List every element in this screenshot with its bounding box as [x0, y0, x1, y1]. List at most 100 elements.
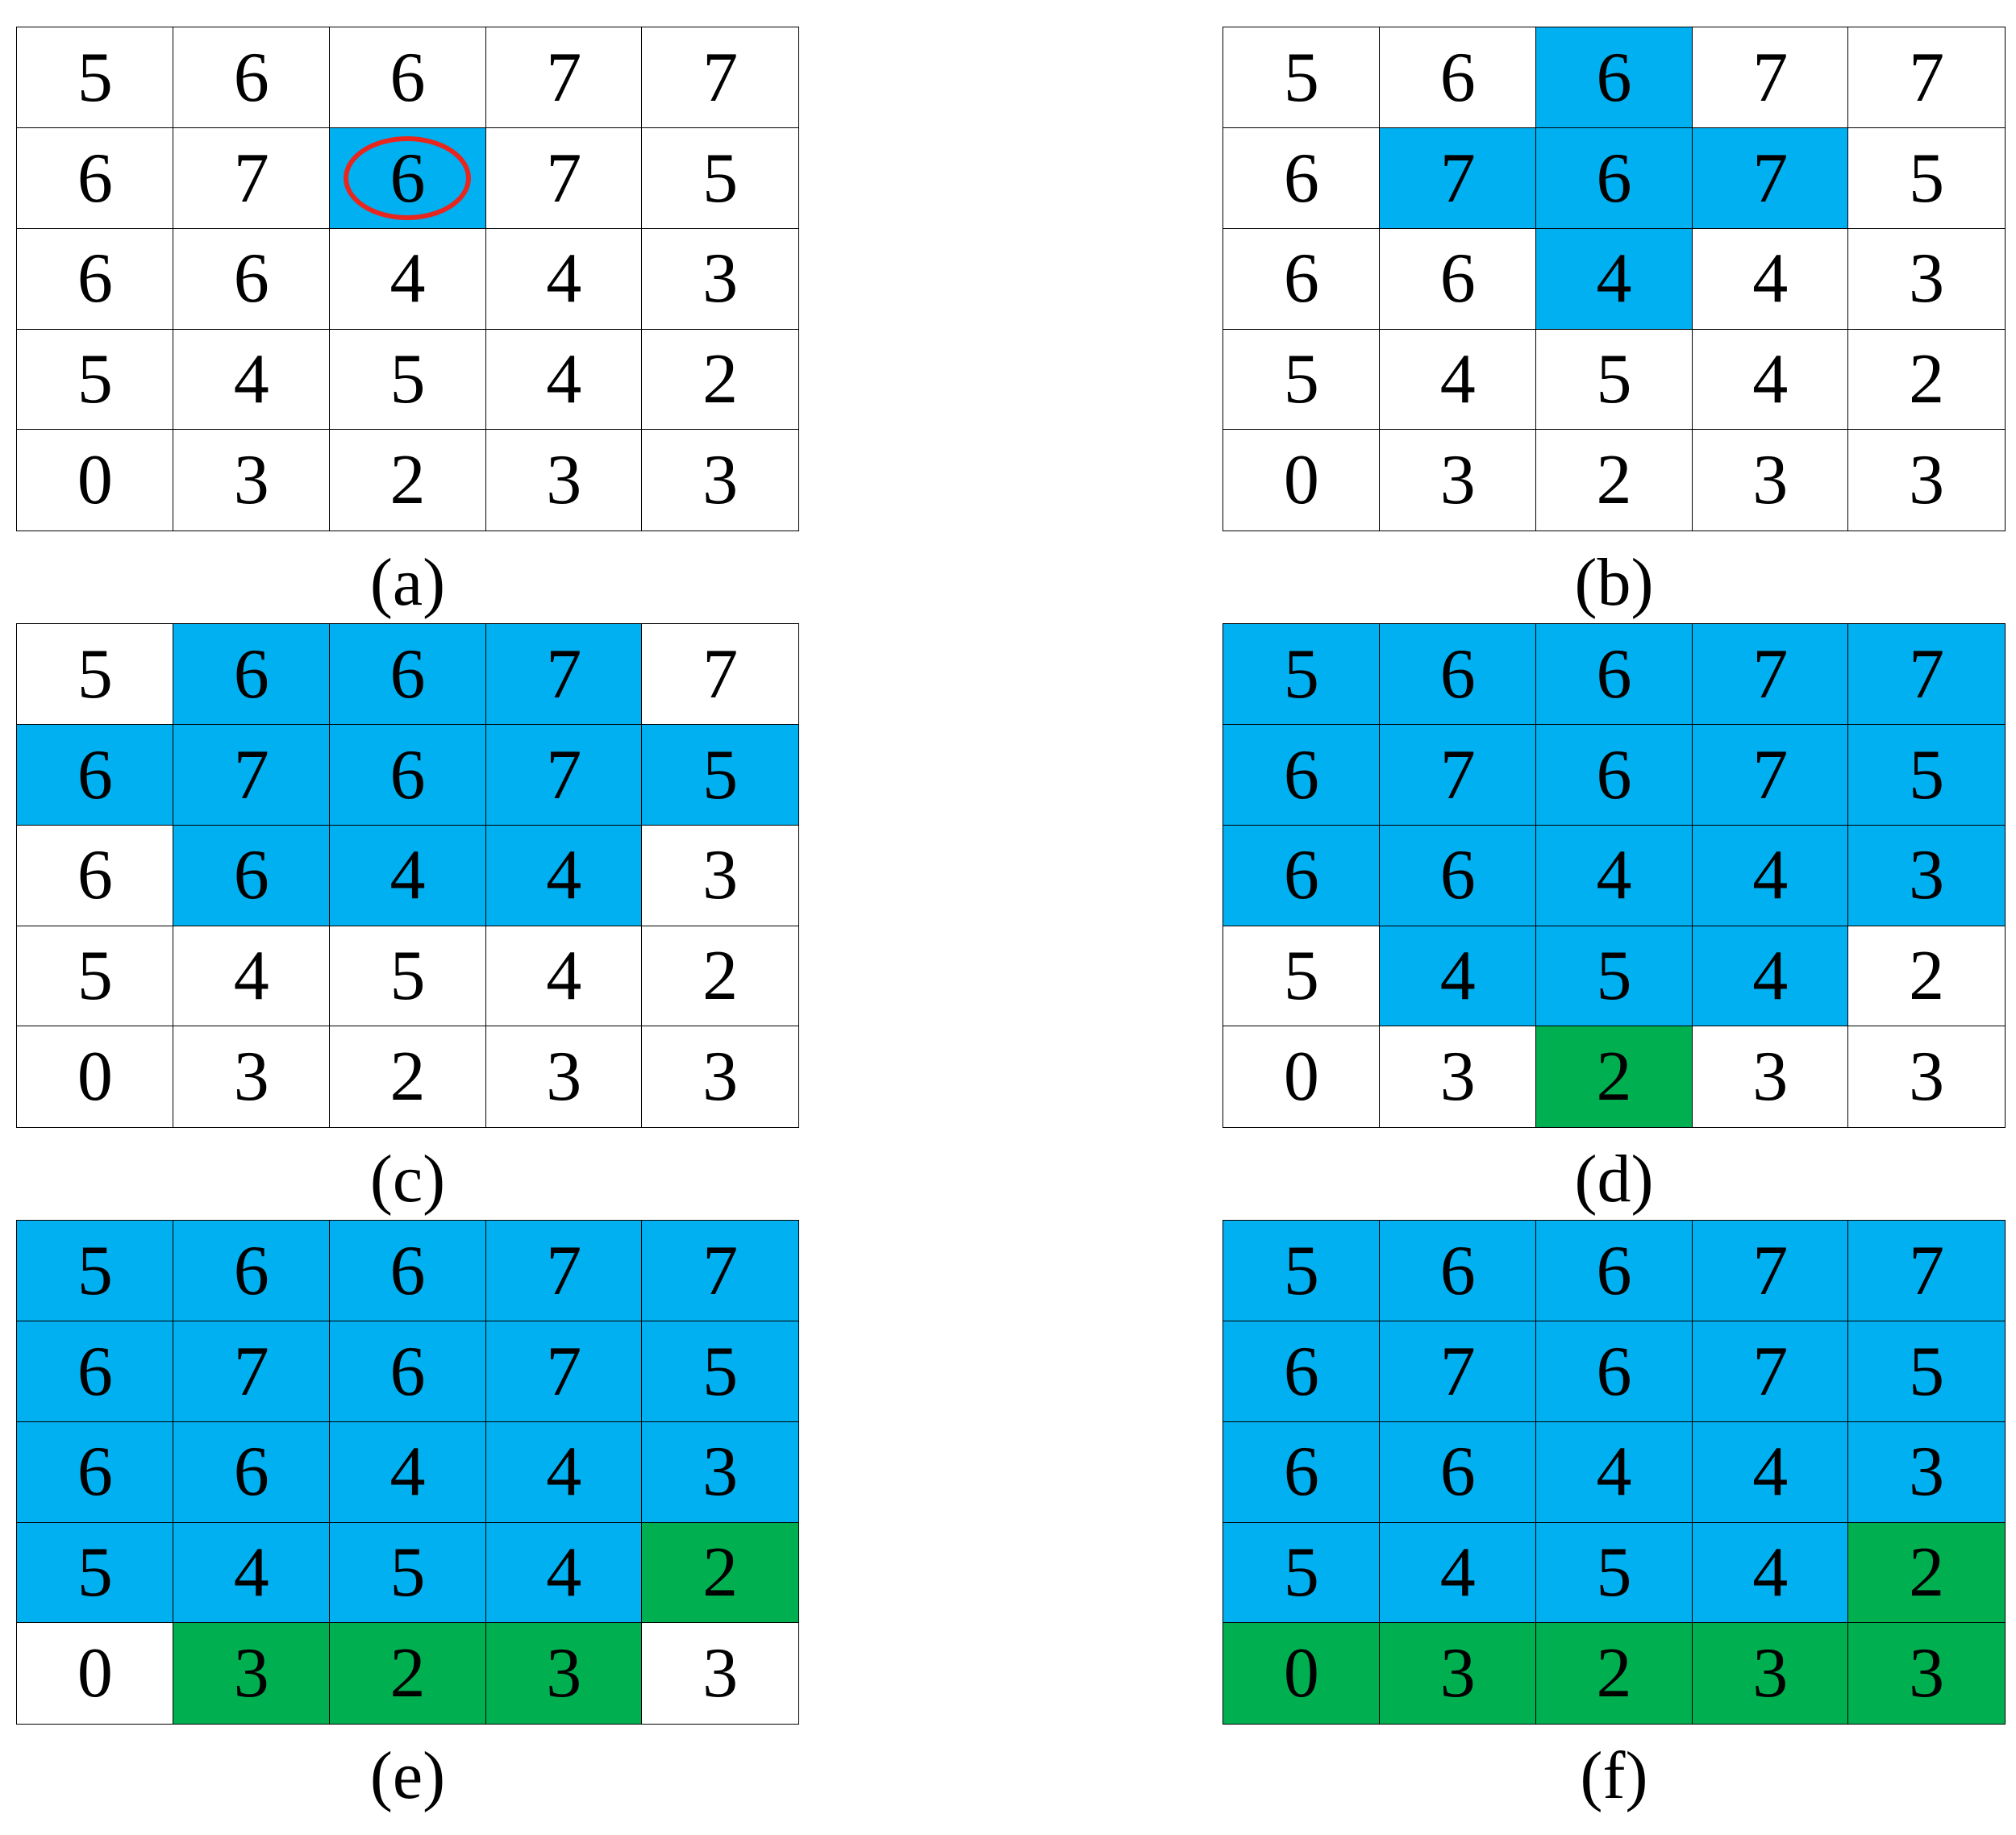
grid-cell: 2 [641, 1521, 799, 1624]
grid-cell: 7 [641, 27, 799, 129]
panel-caption: (f) [1580, 1738, 1648, 1813]
grid-cell: 7 [1691, 1321, 1849, 1423]
grid-cell: 5 [641, 127, 799, 230]
grid-cell: 3 [1379, 1622, 1537, 1725]
grid-cell: 6 [16, 1421, 174, 1524]
grid-cell: 5 [328, 1521, 487, 1624]
grid-cell: 5 [1847, 1321, 2006, 1423]
grid-cell: 6 [1535, 1220, 1693, 1322]
grid-cell: 7 [173, 724, 331, 826]
grid-cell: 6 [1223, 1421, 1381, 1524]
grid-cell: 7 [1379, 1321, 1537, 1423]
grid-cell: 3 [173, 429, 331, 531]
grid-cell: 4 [1535, 1421, 1693, 1524]
grid-cell: 4 [173, 328, 331, 431]
grid-cell: 5 [1223, 1220, 1381, 1322]
grid-cell: 4 [485, 1421, 643, 1524]
grid-cell: 6 [1535, 724, 1693, 826]
grid-cell: 5 [16, 328, 174, 431]
grid-cell: 6 [1223, 227, 1381, 331]
grid-cell: 4 [328, 1421, 487, 1524]
grid-cell: 0 [1223, 1622, 1381, 1725]
grid-cell: 6 [1535, 27, 1693, 129]
grid-cell: 4 [1691, 1421, 1849, 1524]
grid-cell: 3 [641, 824, 799, 927]
grid-cell: 6 [173, 27, 331, 129]
grid-cell: 7 [1379, 127, 1537, 230]
grid-cell: 5 [16, 925, 174, 1027]
grid-cell: 5 [1535, 328, 1693, 431]
grid-cell: 6 [16, 127, 174, 230]
grid-cell: 4 [485, 925, 643, 1027]
grid-cell: 5 [1223, 925, 1381, 1027]
grid-cell: 6 [173, 1421, 331, 1524]
grid-cell: 7 [485, 724, 643, 826]
grid-cell: 4 [1691, 1521, 1849, 1624]
grid-cell: 4 [485, 824, 643, 927]
grid-cell: 3 [641, 429, 799, 531]
grid-cell: 3 [173, 1622, 331, 1725]
grid-cell: 3 [1847, 824, 2006, 927]
panel-caption: (a) [369, 545, 446, 620]
grid-cell: 7 [1691, 724, 1849, 826]
grid-cell: 7 [173, 1321, 331, 1423]
grid-cell: 2 [328, 1026, 487, 1128]
grid-cell: 2 [328, 1622, 487, 1725]
grid-cell: 2 [1535, 1622, 1693, 1725]
grid-cell: 7 [485, 27, 643, 129]
grid-cell: 7 [173, 127, 331, 230]
grid-cell: 5 [328, 925, 487, 1027]
grid-cell: 3 [485, 1026, 643, 1128]
grid-cell: 3 [1379, 1026, 1537, 1128]
grid-cell: 6 [1223, 724, 1381, 826]
grid-cell: 5 [1535, 1521, 1693, 1624]
grid-cell: 6 [328, 27, 487, 129]
grid-cell: 5 [1223, 328, 1381, 431]
grid-cell: 4 [485, 227, 643, 331]
grid-cell: 0 [16, 1622, 174, 1725]
panel-caption: (b) [1574, 545, 1654, 620]
grid-cell: 6 [328, 1220, 487, 1322]
grid-cell: 5 [1535, 925, 1693, 1027]
grid-cell: 0 [1223, 1026, 1381, 1128]
grid-cell: 5 [16, 623, 174, 726]
grid-cell: 7 [1691, 127, 1849, 230]
grid-cell: 2 [1847, 1521, 2006, 1624]
grid-cell: 5 [16, 27, 174, 129]
grid-cell: 2 [641, 925, 799, 1027]
grid-cell: 6 [16, 227, 174, 331]
grid-cell: 6 [1379, 1421, 1537, 1524]
grid-cell: 5 [16, 1521, 174, 1624]
grid-cell: 2 [328, 429, 487, 531]
grid-cell: 6 [328, 724, 487, 826]
panel-caption: (e) [369, 1738, 446, 1813]
grid-cell: 6 [16, 1321, 174, 1423]
grid-cell: 6 [1535, 623, 1693, 726]
grid-cell: 4 [1379, 925, 1537, 1027]
grid-cell: 0 [16, 1026, 174, 1128]
grid-cell: 4 [173, 925, 331, 1027]
grid-cell: 3 [1691, 1026, 1849, 1128]
grid-cell: 6 [173, 824, 331, 927]
grid-cell: 0 [16, 429, 174, 531]
grid-cell: 6 [1223, 1321, 1381, 1423]
grid-cell: 7 [485, 1321, 643, 1423]
grid-cell: 6 [328, 1321, 487, 1423]
grid-cell: 6 [1379, 824, 1537, 927]
grid-cell: 5 [1223, 623, 1381, 726]
grid-cell: 6 [16, 724, 174, 826]
grid-cell: 4 [1691, 824, 1849, 927]
grid-cell: 2 [1535, 1026, 1693, 1128]
grid-cell: 7 [1847, 27, 2006, 129]
grid-cell: 7 [485, 1220, 643, 1322]
